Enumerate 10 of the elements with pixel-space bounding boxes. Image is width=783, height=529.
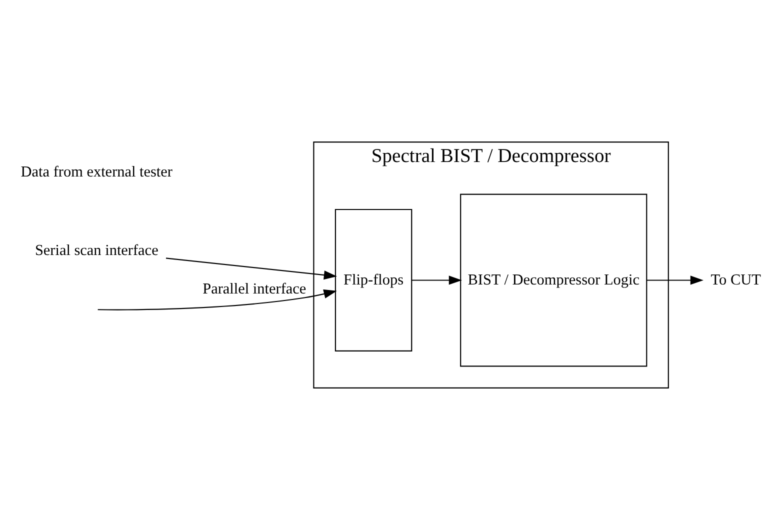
arrow <box>166 257 337 280</box>
edge-label: Parallel interface <box>202 280 306 298</box>
node-text: To CUT <box>710 270 761 288</box>
arrow <box>412 275 462 284</box>
node-text: Serial scan interface <box>34 241 158 258</box>
label: Data from external tester <box>20 163 173 180</box>
arrow <box>98 288 337 310</box>
arrow <box>646 275 704 284</box>
node-box: Flip-flops <box>334 208 412 351</box>
node-box: BIST / Decompressor Logic <box>460 193 648 366</box>
